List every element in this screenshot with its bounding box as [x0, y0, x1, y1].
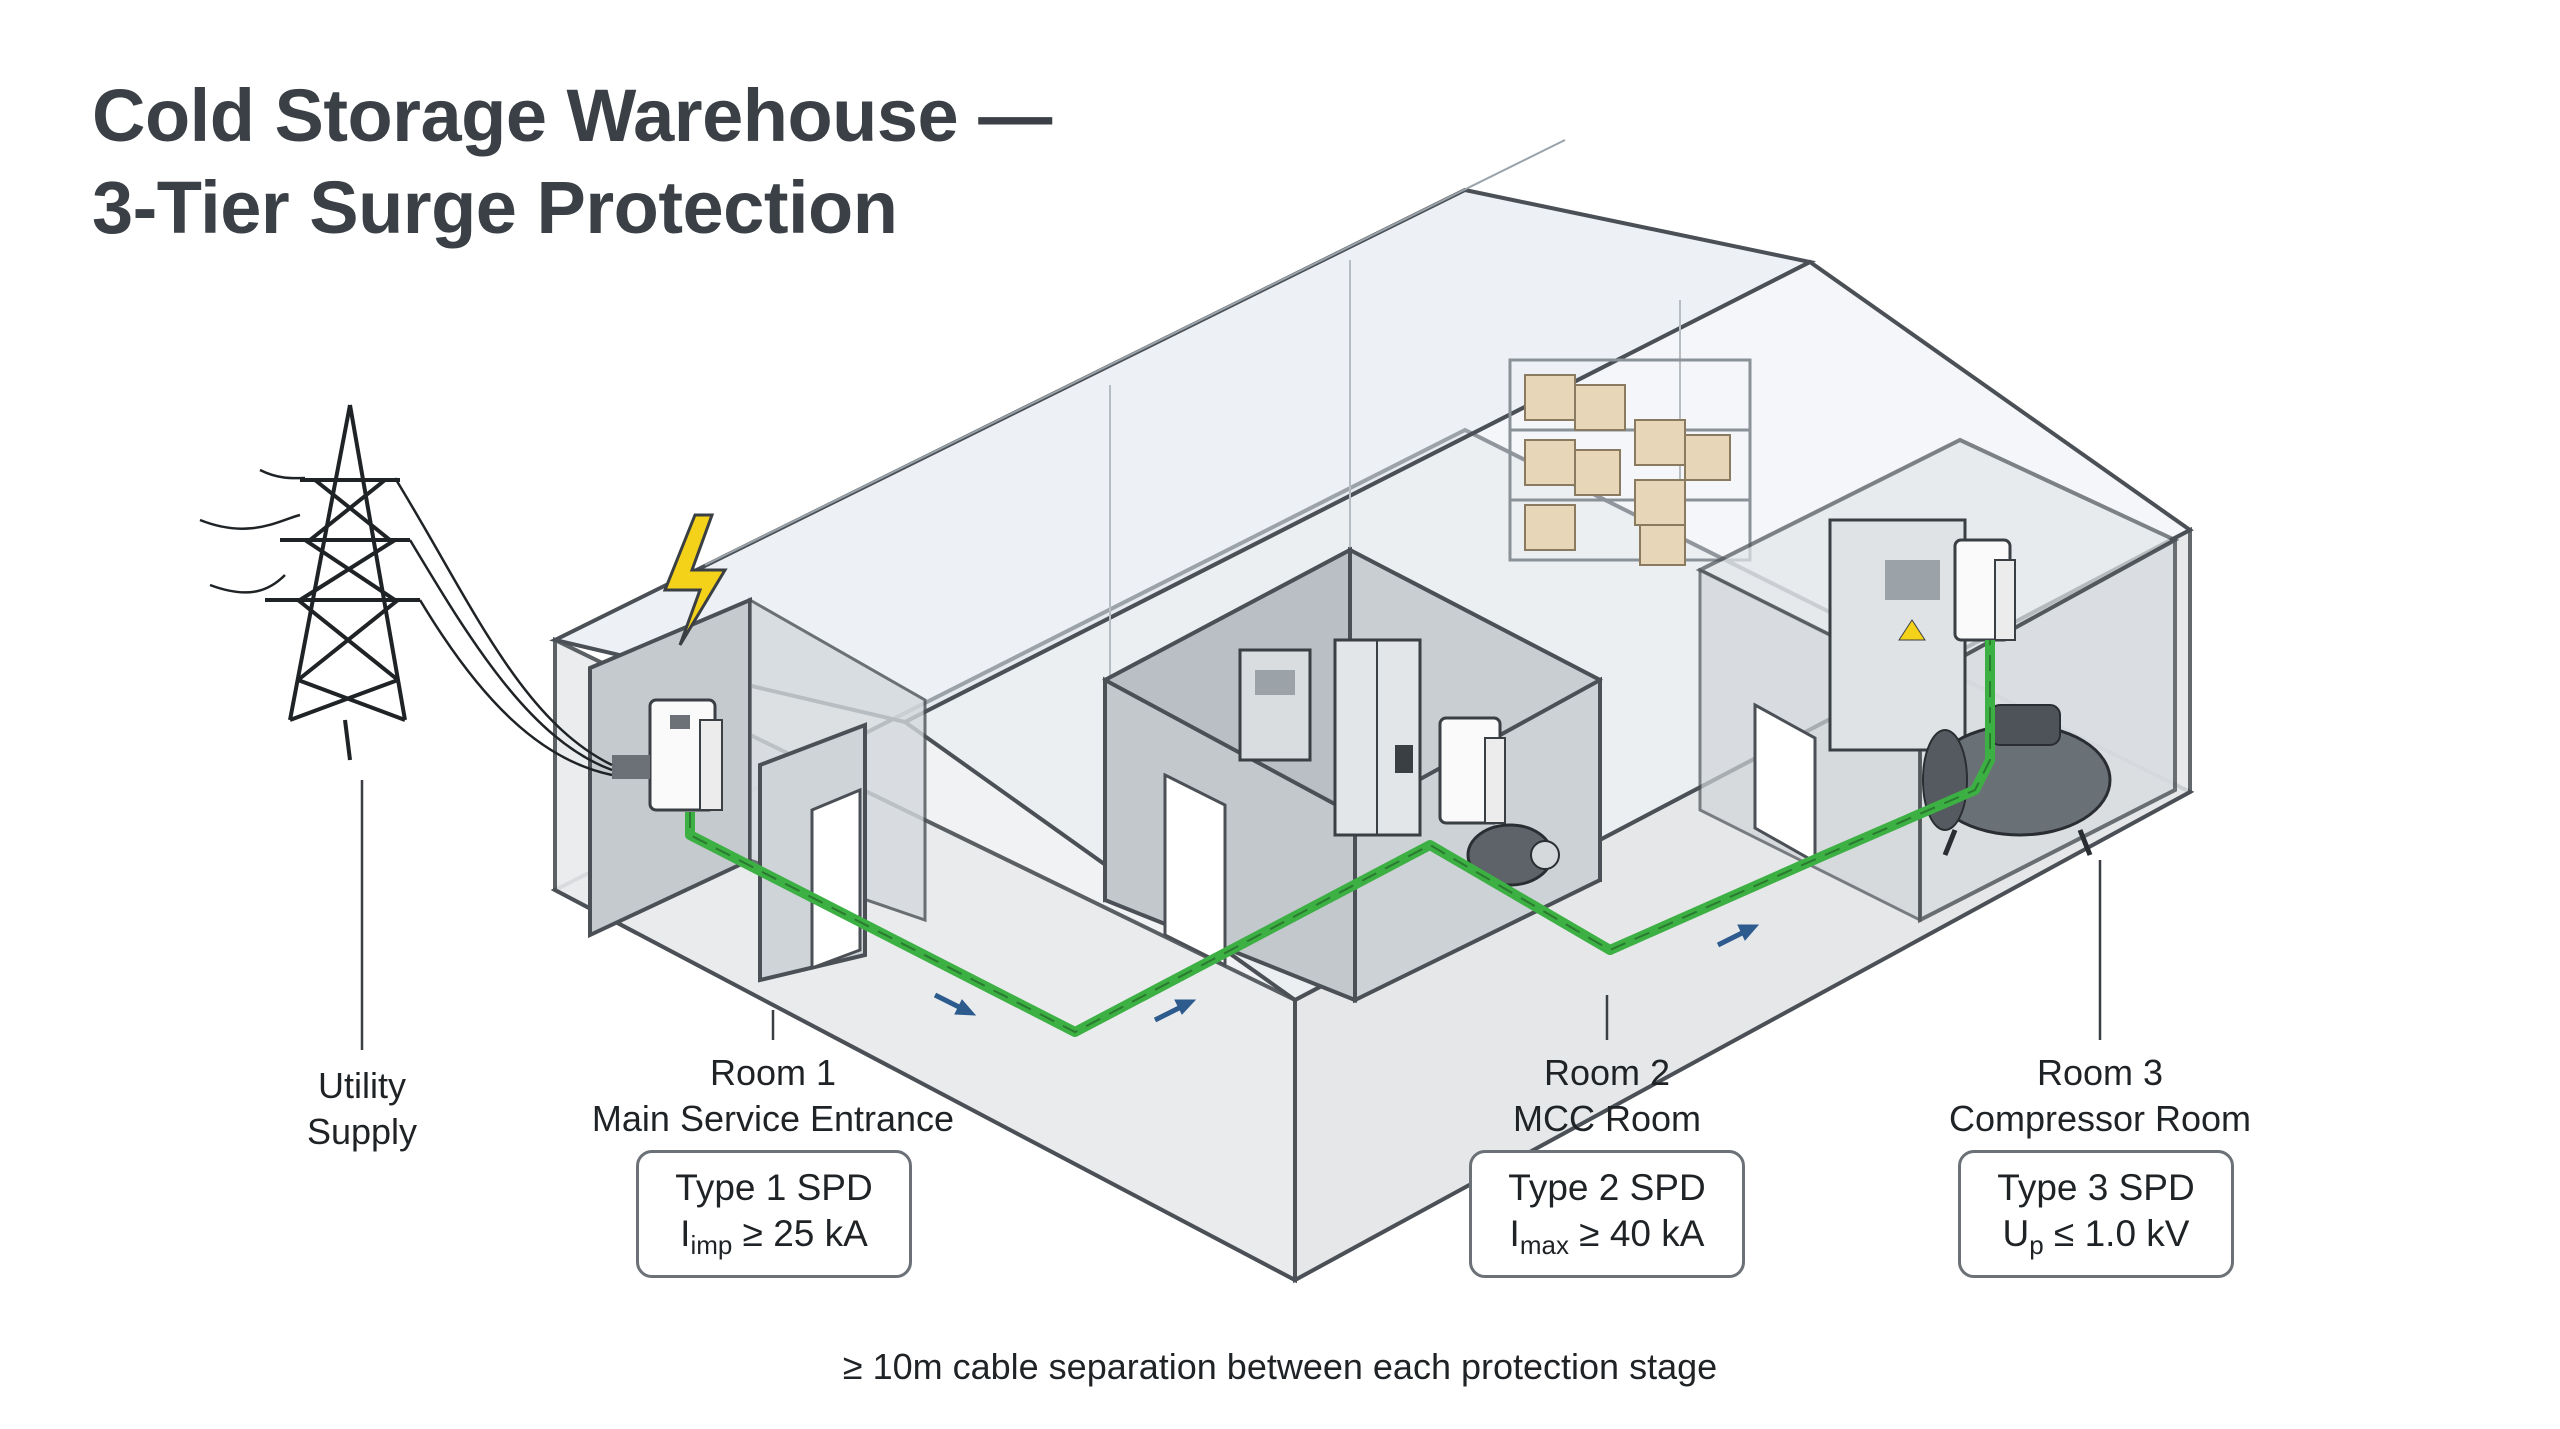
- flow-arrows: [933, 924, 1760, 1023]
- cable-route: [685, 640, 1995, 1037]
- mcc-cabinets: [1238, 638, 1422, 837]
- utility-supply-label: Utility Supply: [262, 1063, 462, 1155]
- spd-2-device: [1438, 716, 1506, 825]
- room-2-spec-symbol: I: [1509, 1213, 1520, 1254]
- utility-line-2: Supply: [306, 1111, 418, 1152]
- room-2-spec-value: ≥ 40 kA: [1579, 1213, 1705, 1254]
- room-1-spd-type: Type 1 SPD: [675, 1167, 873, 1208]
- page-title: Cold Storage Warehouse — 3-Tier Surge Pr…: [92, 70, 1052, 254]
- room-3-enclosure: [1695, 437, 2180, 924]
- room-1-spec-sub: imp: [690, 1230, 733, 1260]
- room-3-spd-type: Type 3 SPD: [1997, 1167, 2195, 1208]
- room-3-desc: Compressor Room: [1948, 1098, 2252, 1139]
- spd-3-device: [1953, 538, 2016, 642]
- room-3-name: Room 3: [2036, 1052, 2164, 1093]
- room-3-spec-line: Up ≤ 1.0 kV: [1961, 1211, 2231, 1260]
- room-2-spd-type: Type 2 SPD: [1508, 1167, 1706, 1208]
- room-1-name: Room 1: [709, 1052, 837, 1093]
- room-1-spec-box: Type 1 SPD Iimp ≥ 25 kA: [636, 1150, 912, 1278]
- footnote: ≥ 10m cable separation between each prot…: [842, 1346, 1718, 1387]
- room-1-label: Room 1 Main Service Entrance: [563, 1050, 983, 1142]
- utility-line-1: Utility: [318, 1065, 406, 1106]
- control-panel-icon: [1828, 518, 1967, 752]
- lightning-icon: [662, 513, 728, 646]
- power-lines: [199, 468, 613, 777]
- room-1-spec-line: Iimp ≥ 25 kA: [639, 1211, 909, 1260]
- leader-lines: [360, 780, 2102, 1050]
- title-line-1: Cold Storage Warehouse —: [92, 74, 1052, 157]
- room-3-spec-box: Type 3 SPD Up ≤ 1.0 kV: [1958, 1150, 2234, 1278]
- spd-1-device: [612, 698, 723, 812]
- room-1-spec-symbol: I: [680, 1213, 691, 1254]
- room-2-label: Room 2 MCC Room: [1407, 1050, 1807, 1142]
- storage-shelving: [1508, 358, 1752, 566]
- room-3-spec-value: ≤ 1.0 kV: [2054, 1213, 2190, 1254]
- room-2-spec-box: Type 2 SPD Imax ≥ 40 kA: [1469, 1150, 1745, 1278]
- room-1-desc: Main Service Entrance: [591, 1098, 955, 1139]
- title-line-2: 3-Tier Surge Protection: [92, 166, 898, 249]
- utility-tower-icon: [265, 404, 420, 761]
- motor-icon: [1466, 823, 1560, 887]
- room-2-name: Room 2: [1543, 1052, 1671, 1093]
- room-3-label: Room 3 Compressor Room: [1880, 1050, 2320, 1142]
- room-2-spec-line: Imax ≥ 40 kA: [1472, 1211, 1742, 1260]
- room-2-desc: MCC Room: [1512, 1098, 1701, 1139]
- room-1-spec-value: ≥ 25 kA: [742, 1213, 868, 1254]
- room-2-enclosure: [1101, 546, 1604, 1004]
- room-2-spec-sub: max: [1519, 1230, 1569, 1260]
- room-3-spec-sub: p: [2029, 1230, 2044, 1260]
- room-1-enclosure: [588, 596, 927, 983]
- room-3-spec-symbol: U: [2002, 1213, 2030, 1254]
